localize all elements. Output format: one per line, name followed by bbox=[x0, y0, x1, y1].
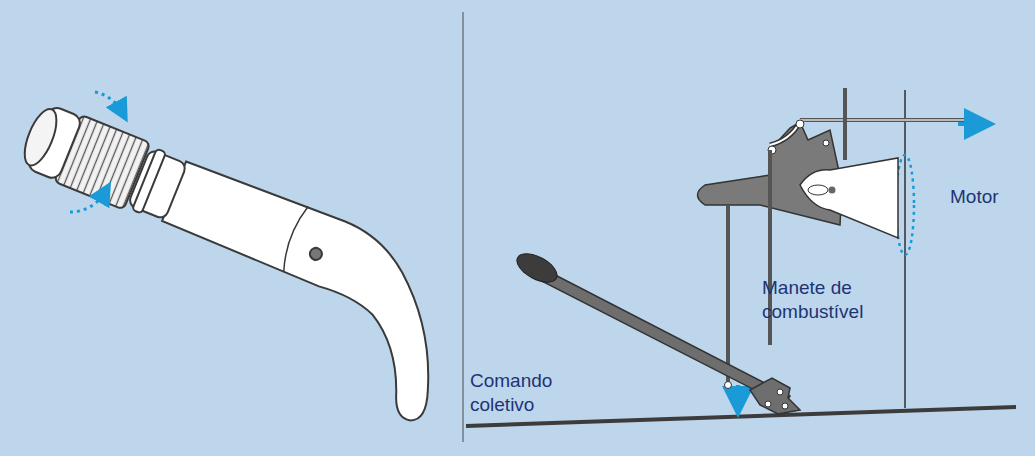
throttle-grip bbox=[0, 99, 479, 424]
control-rod bbox=[726, 205, 730, 385]
divider bbox=[462, 12, 464, 442]
part-label: Manete de combustível bbox=[762, 276, 902, 324]
vertical-rod bbox=[843, 88, 847, 160]
floor-plate bbox=[466, 405, 1016, 428]
collective-grip bbox=[512, 248, 561, 288]
engine-wedge bbox=[800, 158, 898, 238]
direction-arrow bbox=[736, 385, 740, 402]
rotation-arrow bbox=[70, 192, 105, 212]
collective-lever bbox=[524, 262, 790, 405]
part-label: Motor bbox=[950, 185, 1020, 209]
rotation-arrow bbox=[95, 92, 122, 112]
engine-line bbox=[904, 90, 906, 408]
throttle-rod bbox=[800, 118, 972, 122]
lever-bracket bbox=[750, 378, 800, 414]
part-label: Comando coletivo bbox=[470, 369, 580, 417]
direction-arrow bbox=[958, 122, 980, 126]
